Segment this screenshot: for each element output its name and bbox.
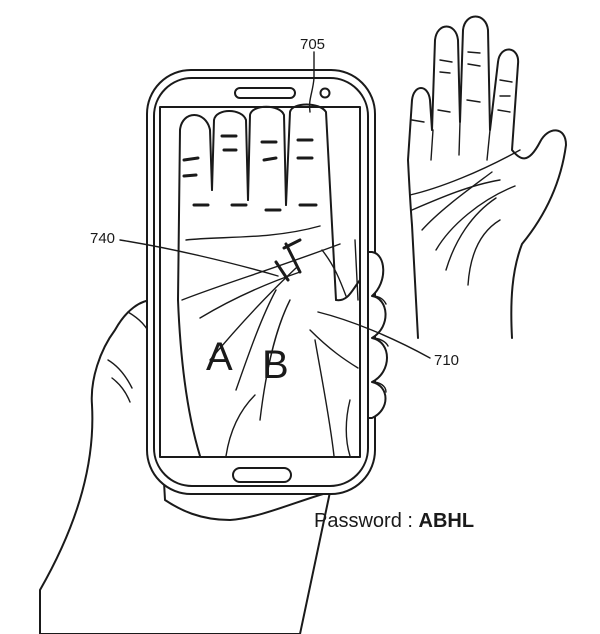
ref-label-705: 705 bbox=[300, 36, 325, 53]
leader-705 bbox=[308, 51, 315, 113]
front-camera bbox=[319, 87, 331, 99]
leader-710 bbox=[317, 311, 431, 359]
phone-screen bbox=[159, 106, 361, 458]
screen-glyph-left: A bbox=[206, 335, 233, 379]
password-value: ABHL bbox=[418, 510, 475, 532]
ref-label-740: 740 bbox=[90, 230, 115, 247]
ref-label-710: 710 bbox=[434, 352, 459, 369]
reference-hand bbox=[407, 15, 567, 339]
earpiece bbox=[234, 87, 296, 99]
password-label: Password : bbox=[314, 510, 413, 532]
leader-740 bbox=[119, 239, 279, 277]
intersection-marker bbox=[274, 238, 302, 282]
screen-palm-image: A B bbox=[177, 103, 361, 457]
reference-leaders bbox=[119, 51, 431, 359]
screen-glyph-right: B bbox=[262, 343, 289, 387]
password-line: Password : ABHL bbox=[314, 510, 474, 533]
smartphone: A B bbox=[146, 69, 376, 495]
holding-fingers bbox=[367, 251, 389, 419]
home-button[interactable] bbox=[232, 467, 292, 483]
